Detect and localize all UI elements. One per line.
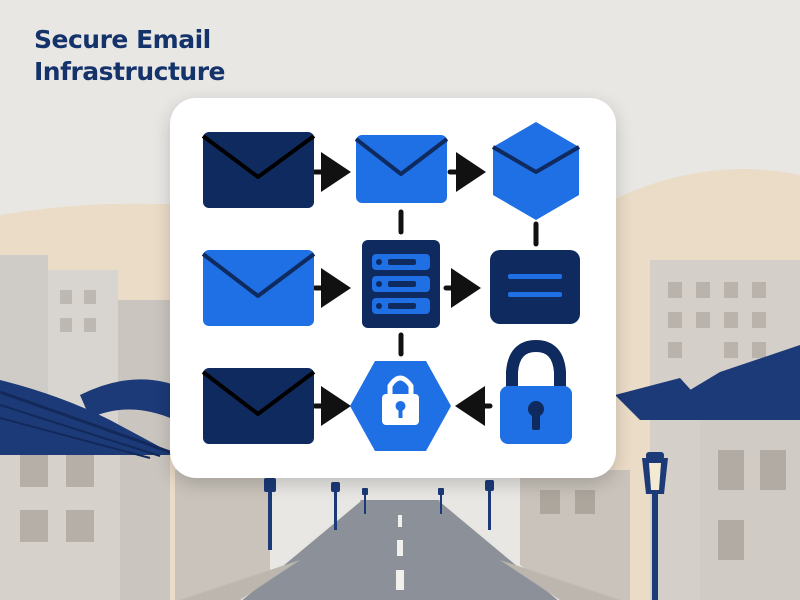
page-title: Secure Email Infrastructure bbox=[34, 24, 226, 88]
envelope-icon bbox=[354, 135, 449, 203]
envelope-icon bbox=[201, 250, 316, 326]
envelope-icon bbox=[201, 132, 316, 208]
email-flow-diagram bbox=[201, 122, 581, 451]
list-box-icon bbox=[490, 250, 580, 324]
diagram-panel bbox=[170, 98, 616, 478]
title-line-2: Infrastructure bbox=[34, 57, 226, 86]
padlock-icon bbox=[500, 339, 572, 444]
envelope-icon bbox=[201, 368, 316, 444]
server-icon bbox=[362, 240, 440, 328]
connectors bbox=[312, 152, 539, 426]
title-line-1: Secure Email bbox=[34, 25, 211, 54]
cube-icon bbox=[491, 122, 581, 220]
lock-hexagon-icon bbox=[350, 361, 451, 451]
